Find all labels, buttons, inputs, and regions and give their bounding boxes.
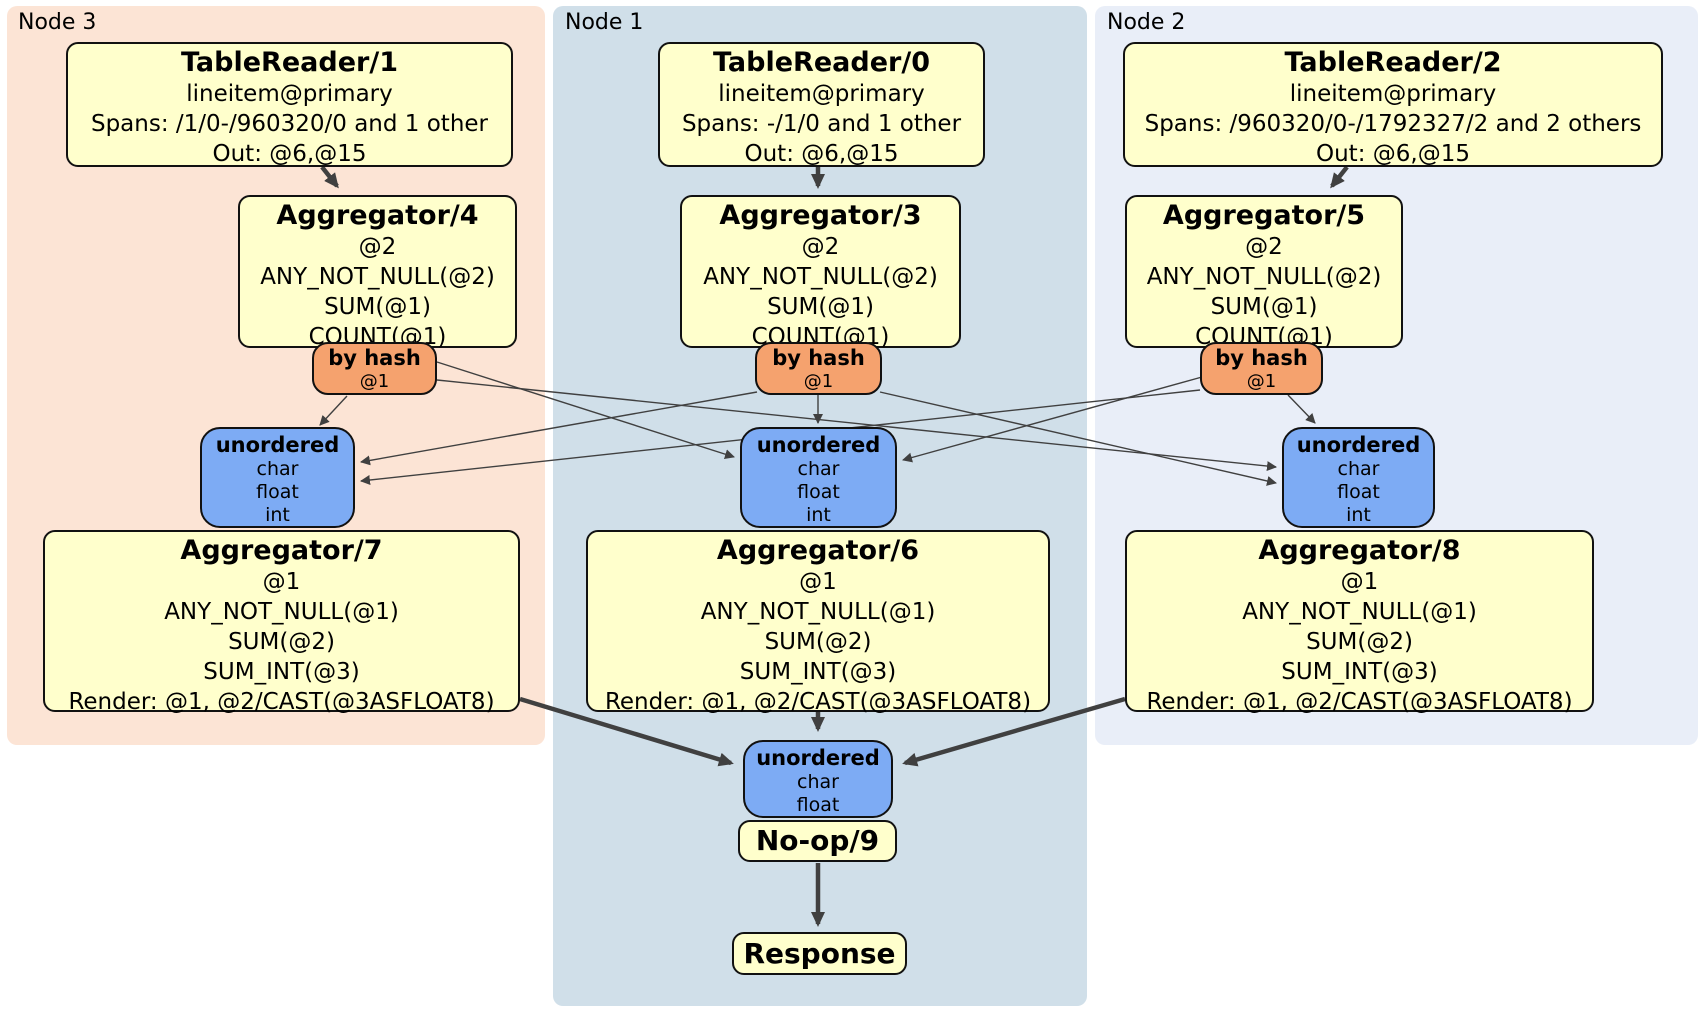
sync-stream: int — [806, 504, 831, 526]
sync-label: unordered — [756, 746, 880, 770]
router-key: @1 — [1246, 371, 1277, 392]
processor-detail: Spans: /960320/0-/1792327/2 and 2 others — [1144, 111, 1642, 137]
processor-noop-9: No-op/9 — [738, 820, 897, 862]
node1-label: Node 1 — [565, 10, 644, 35]
sync-stream: char — [256, 458, 299, 480]
processor-detail: lineitem@primary — [718, 81, 925, 107]
processor-detail: SUM(@2) — [228, 629, 335, 655]
sync-unordered-node1: unordered char float int — [740, 427, 897, 528]
processor-detail: SUM(@2) — [1306, 629, 1413, 655]
sync-stream: char — [797, 771, 839, 793]
processor-detail: ANY_NOT_NULL(@1) — [164, 599, 399, 625]
processor-detail: Out: @6,@15 — [744, 141, 899, 167]
processor-detail: ANY_NOT_NULL(@2) — [260, 264, 495, 290]
processor-detail: SUM_INT(@3) — [739, 659, 897, 685]
processor-detail: @1 — [1340, 569, 1379, 595]
processor-aggregator-6: Aggregator/6 @1 ANY_NOT_NULL(@1) SUM(@2)… — [586, 530, 1050, 715]
processor-aggregator-3: Aggregator/3 @2 ANY_NOT_NULL(@2) SUM(@1)… — [680, 195, 961, 350]
node2-label: Node 2 — [1107, 10, 1186, 35]
sync-stream: int — [1346, 504, 1371, 526]
processor-title: Aggregator/5 — [1162, 200, 1366, 231]
processor-detail: @2 — [1245, 234, 1283, 260]
processor-detail: Spans: -/1/0 and 1 other — [681, 111, 962, 137]
processor-tablereader-1: TableReader/1 lineitem@primary Spans: /1… — [66, 42, 513, 167]
processor-detail: Out: @6,@15 — [212, 141, 367, 167]
processor-detail: ANY_NOT_NULL(@1) — [700, 599, 936, 625]
router-label: by hash — [1215, 346, 1308, 370]
processor-detail: SUM(@2) — [764, 629, 872, 655]
sync-stream: char — [797, 458, 840, 480]
processor-detail: SUM(@1) — [767, 294, 874, 320]
router-label: by hash — [772, 346, 865, 370]
sync-unordered-node2: unordered char float int — [1282, 427, 1435, 528]
router-label: by hash — [328, 346, 421, 370]
edge-hash3-sync1 — [436, 361, 735, 460]
processor-tablereader-2: TableReader/2 lineitem@primary Spans: /9… — [1123, 42, 1663, 167]
edge-hash2-sync1 — [902, 376, 1203, 463]
processor-aggregator-4: Aggregator/4 @2 ANY_NOT_NULL(@2) SUM(@1)… — [238, 195, 517, 350]
sync-label: unordered — [756, 433, 881, 457]
edge-hash3-sync2 — [436, 379, 1277, 472]
edge-tr2-agg5 — [1330, 165, 1349, 189]
processor-detail: lineitem@primary — [1289, 81, 1497, 107]
processor-detail: lineitem@primary — [186, 81, 393, 107]
sync-stream: float — [1337, 481, 1380, 503]
node3-label: Node 3 — [18, 10, 97, 35]
processor-title: Aggregator/8 — [1258, 535, 1461, 566]
processor-detail: @1 — [799, 569, 837, 595]
processor-detail: @1 — [262, 569, 301, 595]
processor-detail: ANY_NOT_NULL(@2) — [703, 264, 938, 290]
processor-detail: SUM_INT(@3) — [203, 659, 360, 685]
processor-detail: @2 — [801, 234, 840, 260]
processor-detail: SUM_INT(@3) — [1281, 659, 1438, 685]
sync-stream: char — [1337, 458, 1380, 480]
processor-title: Aggregator/6 — [716, 535, 920, 566]
processor-title: Aggregator/4 — [276, 200, 479, 231]
sync-unordered-final: unordered char float — [743, 740, 893, 818]
processor-detail: SUM(@1) — [1210, 294, 1318, 320]
edge-hash2-sync2 — [1287, 394, 1316, 424]
sync-stream: float — [796, 794, 840, 816]
processor-title: No-op/9 — [755, 824, 880, 857]
sync-label: unordered — [215, 433, 340, 457]
sync-unordered-node3: unordered char float int — [200, 427, 355, 528]
processor-detail: ANY_NOT_NULL(@2) — [1146, 264, 1382, 290]
processor-detail: Render: @1, @2/CAST(@3ASFLOAT8) — [1146, 689, 1573, 715]
processor-detail: Out: @6,@15 — [1316, 141, 1470, 167]
edge-hash1-sync2 — [879, 391, 1277, 486]
router-by-hash-node1: by hash @1 — [755, 342, 882, 395]
processor-title: Aggregator/3 — [719, 200, 922, 231]
router-by-hash-node3: by hash @1 — [312, 342, 437, 395]
processor-aggregator-5: Aggregator/5 @2 ANY_NOT_NULL(@2) SUM(@1)… — [1125, 195, 1403, 350]
processor-detail: Spans: /1/0-/960320/0 and 1 other — [90, 111, 489, 137]
processor-tablereader-0: TableReader/0 lineitem@primary Spans: -/… — [658, 42, 985, 167]
edge-tr1-agg4 — [320, 165, 339, 189]
processor-title: TableReader/0 — [713, 47, 930, 78]
edge-hash1-sync3 — [360, 391, 758, 466]
sync-stream: float — [256, 481, 299, 503]
processor-detail: @2 — [358, 234, 397, 260]
router-key: @1 — [803, 371, 834, 392]
edge-agg7-final-sync — [519, 696, 734, 767]
router-key: @1 — [359, 371, 390, 392]
processor-title: Response — [743, 936, 896, 970]
processor-detail: Render: @1, @2/CAST(@3ASFLOAT8) — [604, 689, 1032, 715]
processor-title: TableReader/1 — [181, 47, 398, 78]
processor-title: TableReader/2 — [1284, 47, 1502, 78]
edge-hash3-sync3 — [319, 395, 348, 426]
sync-label: unordered — [1296, 433, 1421, 457]
sync-stream: float — [797, 481, 840, 503]
processor-aggregator-8: Aggregator/8 @1 ANY_NOT_NULL(@1) SUM(@2)… — [1125, 530, 1594, 715]
processor-response: Response — [732, 932, 907, 975]
processor-detail: SUM(@1) — [324, 294, 431, 320]
processor-title: Aggregator/7 — [180, 535, 383, 566]
processor-aggregator-7: Aggregator/7 @1 ANY_NOT_NULL(@1) SUM(@2)… — [43, 530, 520, 715]
processor-detail: ANY_NOT_NULL(@1) — [1242, 599, 1477, 625]
edge-agg8-final-sync — [902, 696, 1126, 767]
sync-stream: int — [265, 504, 290, 526]
processor-detail: Render: @1, @2/CAST(@3ASFLOAT8) — [68, 689, 495, 715]
router-by-hash-node2: by hash @1 — [1200, 342, 1323, 395]
